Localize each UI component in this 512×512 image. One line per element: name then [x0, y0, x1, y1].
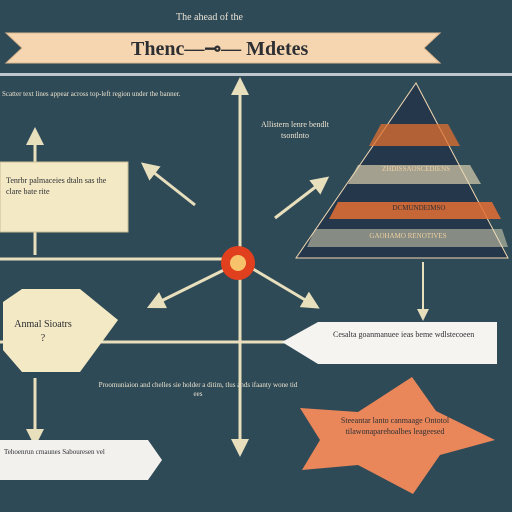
left-callout-box — [0, 161, 129, 233]
orange-shape-text: Steeantar lanto canmaage Ontotol tilawon… — [340, 416, 450, 436]
diagonal-arrow-upper-left — [140, 162, 196, 207]
center-node-inner — [230, 255, 246, 271]
orange-shape — [300, 377, 495, 494]
right-callout-box — [282, 322, 497, 364]
diagonal-arrow-upper-right — [274, 176, 330, 220]
animal-label: Anmal Sioatrs ? — [14, 319, 72, 344]
center-note: Allistern lenre bendlt tsontlnto — [261, 120, 329, 140]
pyramid-band-text-2: DCMUNDEIMSO — [392, 204, 446, 212]
header-divider — [0, 73, 512, 76]
page-title: Thenc—⊸— Mdetes — [131, 38, 309, 60]
pyramid-band-4 — [307, 229, 508, 247]
pyramid-band-text-3: GAOHAMO RENOTIVES — [369, 232, 447, 240]
bottom-center-text: Proomuniaion and chelles sie holder a di… — [98, 381, 298, 399]
pyramid-band-1 — [369, 124, 460, 146]
bottom-left-callout — [0, 440, 162, 480]
header-kicker: The ahead of the — [176, 12, 243, 23]
animal-shape — [3, 289, 118, 372]
left-callout-text: Tenrbr palmaceies dtaln sas the clare ba… — [6, 176, 107, 196]
right-callout-text: Cesalta goanmanuee ieas beme wdlstecoeen — [333, 330, 475, 339]
diagonal-arrow-lower-right — [247, 264, 320, 309]
pyramid-band-3 — [329, 202, 501, 219]
pyramid-band-text-1: ZHDISSAOSCEDIENS — [381, 165, 451, 173]
pyramid-band-2 — [348, 165, 481, 184]
bottom-left-callout-text: Tehoenrun crnaunes Sabouresen vel — [4, 448, 105, 456]
title-banner — [4, 32, 442, 64]
diagonal-arrow-lower-left — [146, 264, 233, 309]
top-left-text: Scatter text lines appear across top-lef… — [2, 90, 181, 98]
